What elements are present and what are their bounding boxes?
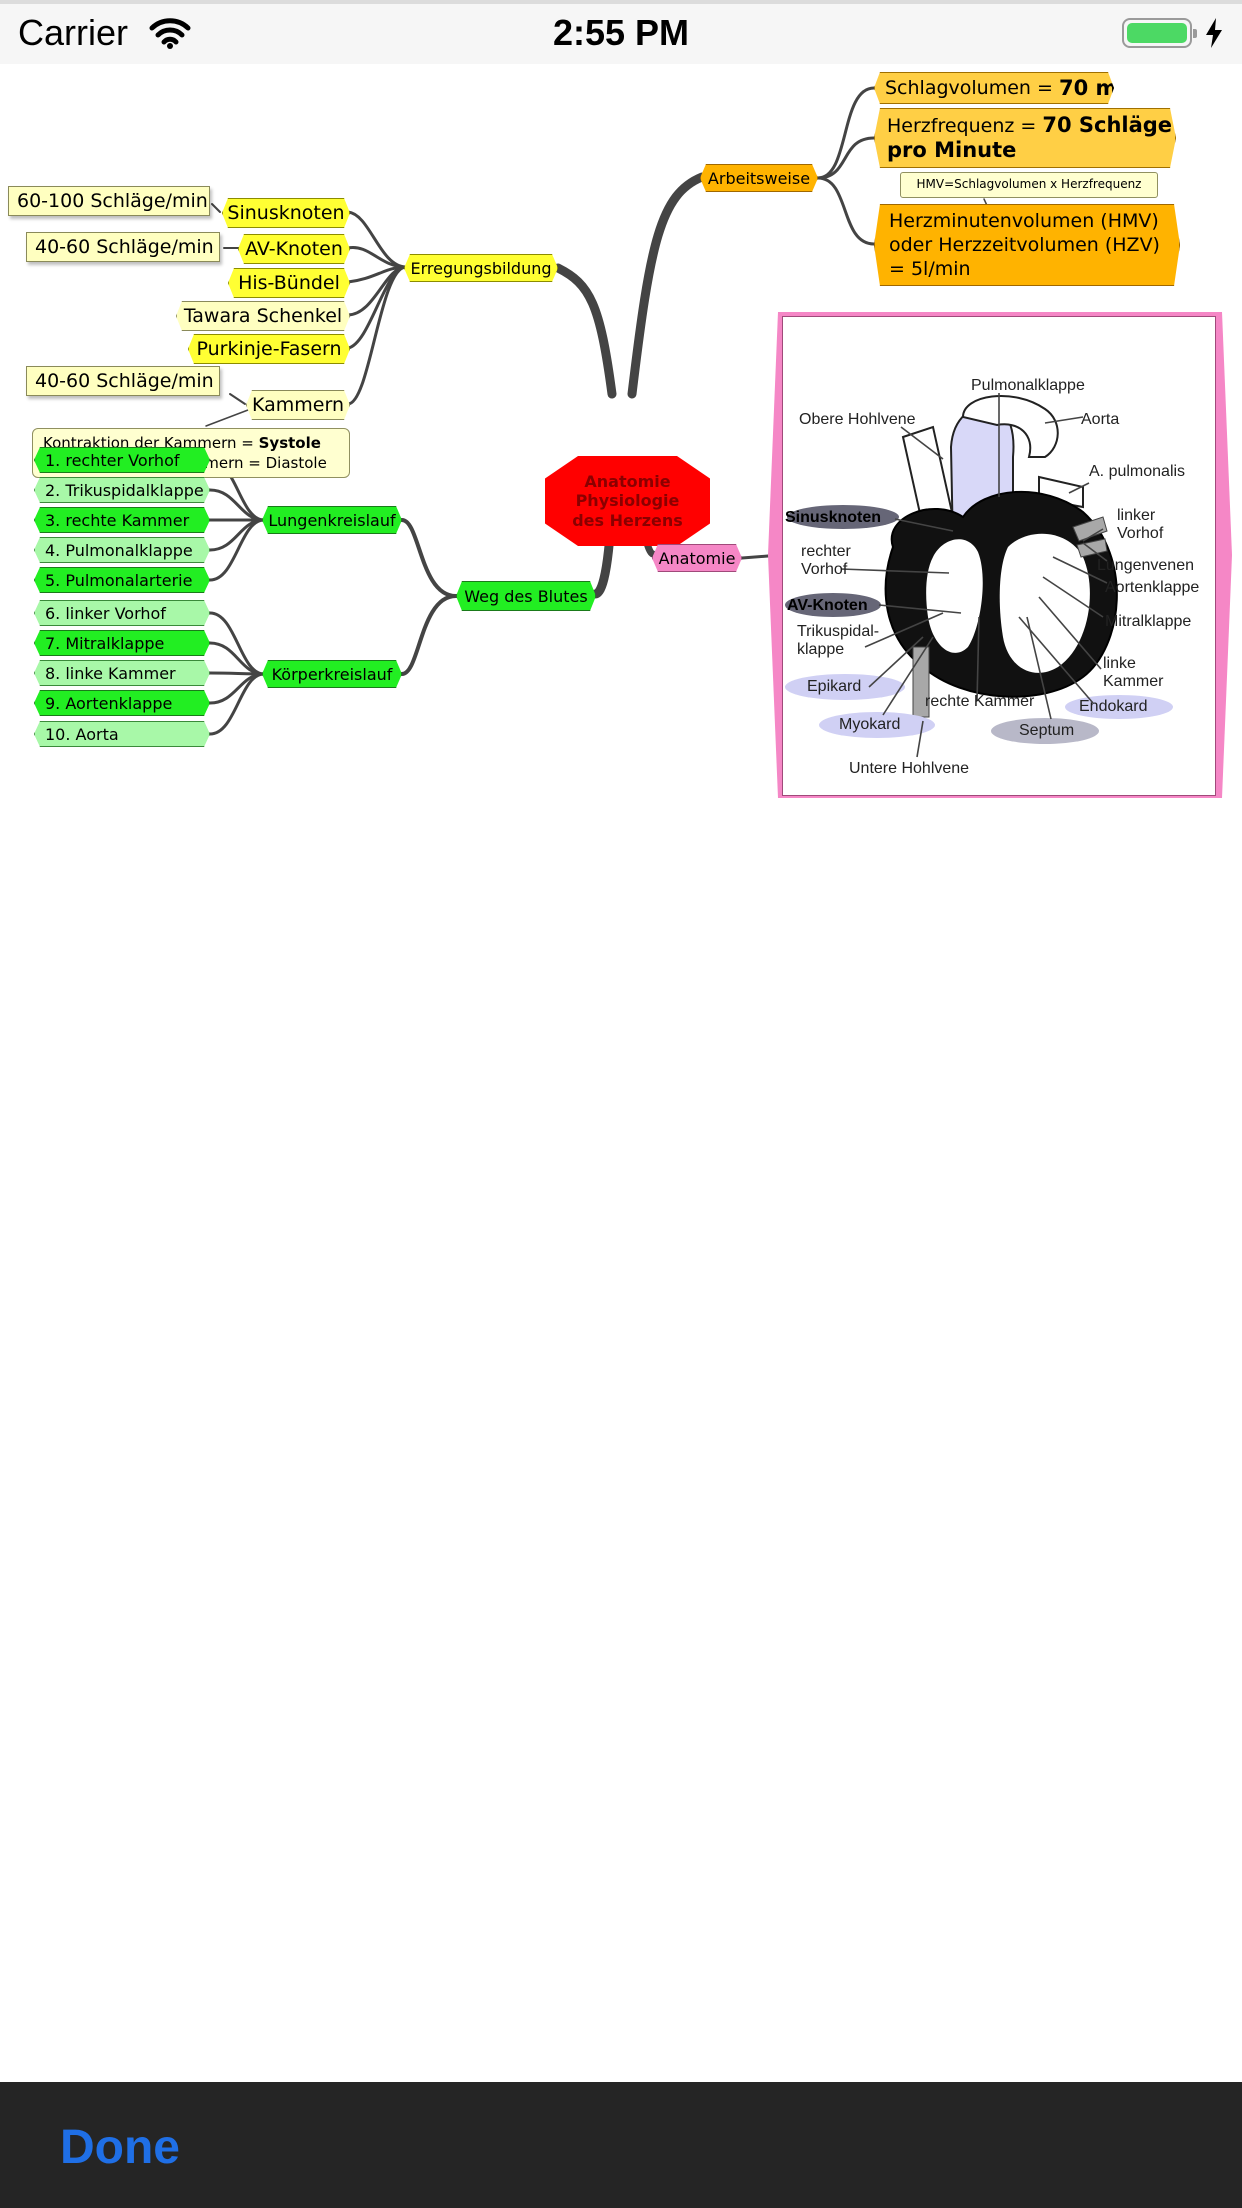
node-av-knoten[interactable]: AV-Knoten [238,234,350,264]
heart-label-rechter-vorhof: rechter Vorhof [801,543,851,578]
node-lungenkreislauf[interactable]: Lungenkreislauf [262,506,402,534]
node-lungenkreislauf-label: Lungenkreislauf [268,510,396,530]
node-av-rate[interactable]: 40-60 Schläge/min [26,232,220,262]
node-lungen-item-2[interactable]: 2. Trikuspidalklappe [34,477,210,503]
node-herzfrequenz-prefix: Herzfrequenz = [887,115,1043,137]
node-arbeitsweise[interactable]: Arbeitsweise [700,164,818,192]
node-lungen-item-2-label: 2. Trikuspidalklappe [45,480,204,500]
node-koerper-item-9-label: 9. Aortenklappe [45,693,173,713]
heart-drawing [785,393,1173,758]
node-hmv-line2: oder Herzzeitvolumen (HZV) [889,234,1160,256]
node-lungen-item-1-label: 1. rechter Vorhof [45,450,180,470]
wifi-icon [148,16,192,54]
done-button[interactable]: Done [60,2121,180,2174]
bottom-toolbar: Done [0,2082,1242,2208]
heart-label-septum: Septum [1019,722,1075,739]
heart-label-mitralklappe: Mitralklappe [1105,613,1192,630]
node-av-rate-label: 40-60 Schläge/min [35,236,214,258]
node-herzfrequenz[interactable]: Herzfrequenz = 70 Schläge pro Minute [874,108,1176,168]
node-koerper-item-6-label: 6. linker Vorhof [45,603,166,623]
node-koerper-item-8[interactable]: 8. linke Kammer [34,660,210,686]
heart-label-pulmonalklappe: Pulmonalklappe [971,377,1085,394]
node-lungen-item-5-label: 5. Pulmonalarterie [45,570,193,590]
node-herzfrequenz-value1: 70 Schläge [1042,113,1173,137]
node-weg-des-blutes[interactable]: Weg des Blutes [456,581,596,611]
status-bar: Carrier 2:55 PM [0,0,1242,64]
heart-label-trikuspidalklappe: Trikuspidal- klappe [797,623,880,658]
node-anatomie-label: Anatomie [658,548,736,568]
heart-label-aorta: Aorta [1081,411,1120,428]
node-sinusknoten-label: Sinusknoten [227,202,345,224]
heart-diagram[interactable]: Pulmonalklappe Obere Hohlvene Aorta A. p… [782,316,1216,796]
node-lungen-item-5[interactable]: 5. Pulmonalarterie [34,567,210,593]
node-kammern-label: Kammern [252,394,344,416]
heart-label-endokard: Endokard [1079,698,1148,715]
note-hmv-formula[interactable]: HMV=Schlagvolumen x Herzfrequenz [900,172,1158,198]
node-koerperkreislauf[interactable]: Körperkreislauf [262,660,402,688]
node-lungen-item-3-label: 3. rechte Kammer [45,510,190,530]
node-kammern-rate-label: 40-60 Schläge/min [35,370,214,392]
node-kammern-rate[interactable]: 40-60 Schläge/min [26,366,220,396]
heart-label-untere-hohlvene: Untere Hohlvene [849,760,970,777]
node-koerper-item-10-label: 10. Aorta [45,724,119,744]
node-koerper-item-9[interactable]: 9. Aortenklappe [34,690,210,716]
heart-label-rechte-kammer: rechte Kammer [925,693,1035,710]
heart-label-sinusknoten: Sinusknoten [785,509,882,526]
node-lungen-item-4-label: 4. Pulmonalklappe [45,540,193,560]
node-hmv-line1: Herzminutenvolumen (HMV) [889,210,1159,232]
node-sinus-rate-label: 60-100 Schläge/min [17,190,208,212]
node-koerper-item-7[interactable]: 7. Mitralklappe [34,630,210,656]
heart-label-lungenvenen: Lungenvenen [1097,557,1194,574]
node-hmv-line3: = 5l/min [889,258,971,280]
node-tawara-schenkel-label: Tawara Schenkel [183,305,343,327]
node-anatomie[interactable]: Anatomie [652,544,742,572]
heart-label-linker-vorhof: linker Vorhof [1117,507,1164,542]
heart-label-linke-kammer: linke Kammer [1103,655,1164,690]
carrier-label: Carrier [18,12,129,53]
heart-label-aortenklappe: Aortenklappe [1105,579,1200,596]
node-schlagvolumen-prefix: Schlagvolumen = [885,77,1053,99]
heart-label-epikard: Epikard [807,678,862,695]
note-systole-term: Systole [258,434,321,452]
mindmap-canvas[interactable]: Anatomie Physiologie des Herzens Erregun… [0,64,1242,824]
status-time: 2:55 PM [552,12,690,53]
charging-bolt-icon [1204,18,1224,52]
node-purkinje-fasern-label: Purkinje-Fasern [196,338,342,360]
node-erregungsbildung-label: Erregungsbildung [410,258,552,278]
node-koerper-item-6[interactable]: 6. linker Vorhof [34,600,210,626]
heart-label-av-knoten: AV-Knoten [787,597,868,614]
node-tawara-schenkel[interactable]: Tawara Schenkel [176,301,350,331]
node-herzminutenvolumen[interactable]: Herzminutenvolumen (HMV) oder Herzzeitvo… [874,204,1180,286]
node-av-knoten-label: AV-Knoten [245,238,343,260]
node-purkinje-fasern[interactable]: Purkinje-Fasern [188,334,350,364]
heart-label-obere-hohlvene: Obere Hohlvene [799,411,916,428]
note-hmv-formula-text: HMV=Schlagvolumen x Herzfrequenz [916,177,1142,191]
node-his-buendel[interactable]: His-Bündel [228,268,350,298]
node-sinus-rate[interactable]: 60-100 Schläge/min [8,186,210,216]
node-lungen-item-3[interactable]: 3. rechte Kammer [34,507,210,533]
node-schlagvolumen[interactable]: Schlagvolumen = 70 ml [874,72,1114,104]
heart-label-a-pulmonalis: A. pulmonalis [1089,463,1186,480]
node-his-buendel-label: His-Bündel [238,272,340,294]
heart-label-myokard: Myokard [839,716,901,733]
node-arbeitsweise-label: Arbeitsweise [707,168,811,188]
node-kammern[interactable]: Kammern [246,390,350,420]
node-sinusknoten[interactable]: Sinusknoten [222,198,350,228]
node-koerperkreislauf-label: Körperkreislauf [271,664,393,684]
node-lungen-item-1[interactable]: 1. rechter Vorhof [34,447,210,473]
battery-icon [1122,18,1197,48]
mindmap-root-node[interactable]: Anatomie Physiologie des Herzens [545,456,710,546]
node-koerper-item-10[interactable]: 10. Aorta [34,721,210,747]
node-koerper-item-7-label: 7. Mitralklappe [45,633,165,653]
node-lungen-item-4[interactable]: 4. Pulmonalklappe [34,537,210,563]
node-erregungsbildung[interactable]: Erregungsbildung [404,254,558,282]
node-herzfrequenz-value2: pro Minute [887,138,1017,162]
node-koerper-item-8-label: 8. linke Kammer [45,663,176,683]
node-weg-des-blutes-label: Weg des Blutes [464,586,588,606]
